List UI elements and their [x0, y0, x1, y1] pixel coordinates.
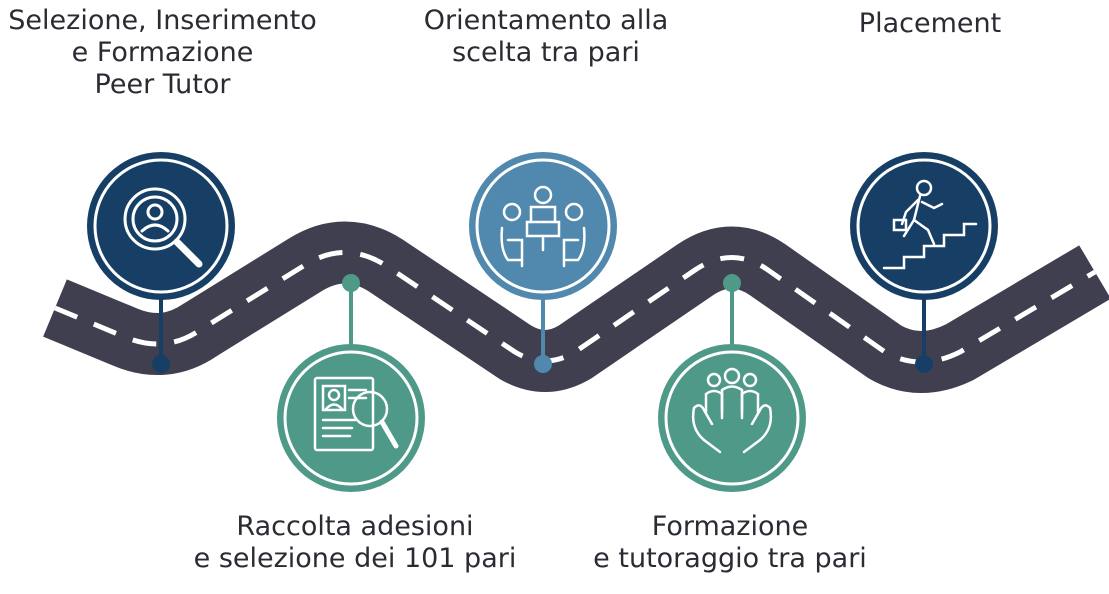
stairs-climber-icon	[882, 179, 978, 270]
step-4-label: Formazione e tutoraggio tra pari	[575, 511, 885, 575]
connector-dot-5	[915, 355, 933, 373]
step-5-line-1: Placement	[858, 8, 1002, 39]
connector-dot-2	[342, 274, 360, 292]
step-3-label: Orientamento alla scelta tra pari	[400, 5, 692, 69]
step-1-badge	[87, 152, 235, 300]
step-1-line-3: Peer Tutor	[94, 69, 231, 100]
step-1-label: Selezione, Inserimento e Formazione Peer…	[0, 5, 325, 101]
meeting-table-icon	[500, 185, 586, 268]
step-1-line-2: e Formazione	[71, 37, 254, 68]
magnifier-person-icon	[123, 187, 203, 268]
step-4-badge	[658, 344, 806, 492]
cv-search-icon	[313, 376, 399, 452]
step-3-badge	[469, 152, 617, 300]
step-3-line-1: Orientamento alla	[423, 5, 669, 36]
hands-group-icon	[691, 367, 773, 454]
step-2-line-1: Raccolta adesioni	[236, 511, 474, 542]
step-5-label: Placement	[830, 8, 1030, 40]
step-4-line-2: e tutoraggio tra pari	[593, 543, 867, 574]
step-4-line-1: Formazione	[651, 511, 809, 542]
step-2-label: Raccolta adesioni e selezione dei 101 pa…	[185, 511, 525, 575]
connector-dot-1	[152, 355, 170, 373]
step-1-line-1: Selezione, Inserimento	[8, 5, 317, 36]
step-3-line-2: scelta tra pari	[452, 37, 640, 68]
step-5-badge	[850, 152, 998, 300]
step-2-badge	[277, 344, 425, 492]
connector-dot-4	[723, 274, 741, 292]
step-2-line-2: e selezione dei 101 pari	[193, 543, 517, 574]
connector-dot-3	[534, 355, 552, 373]
